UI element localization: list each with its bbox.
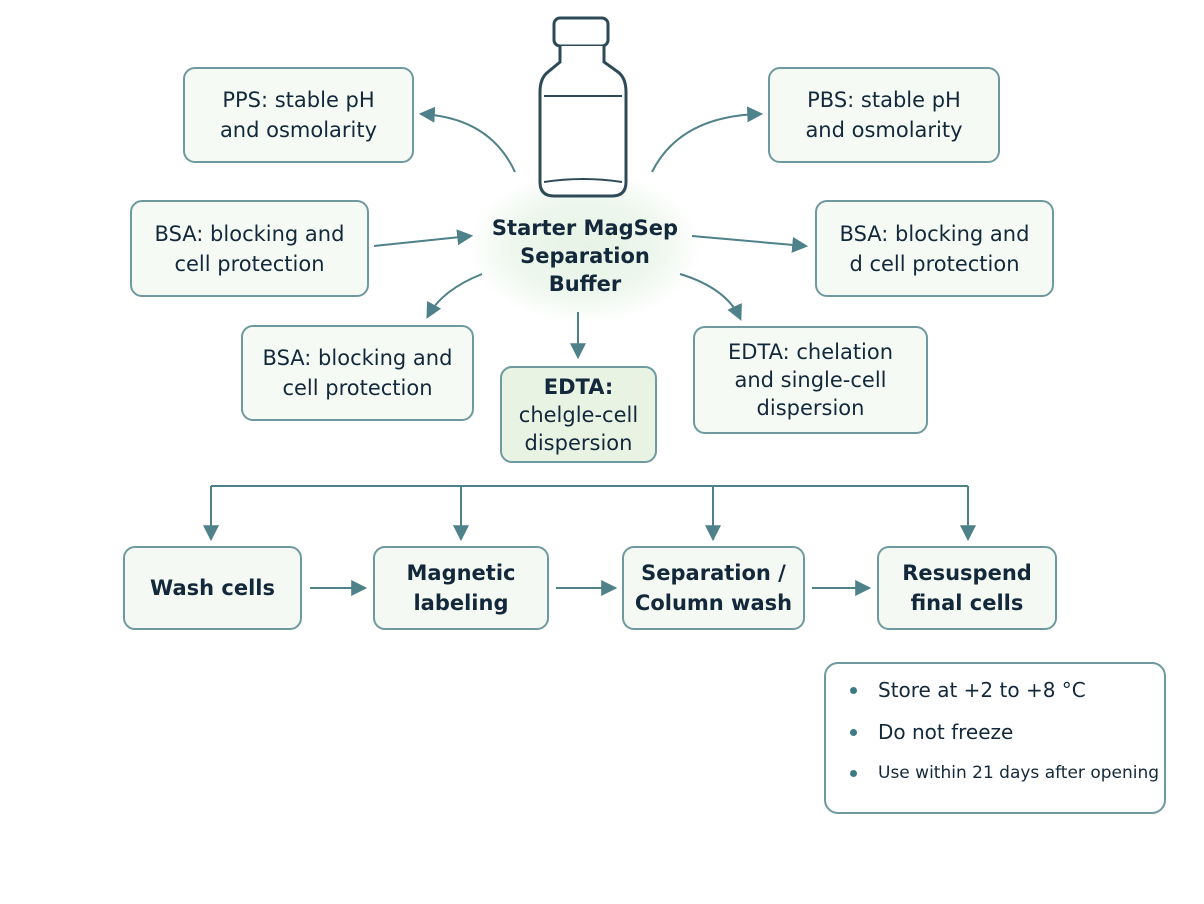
arrow-to-top-left: [418, 106, 516, 173]
step-text-line: final cells: [910, 591, 1024, 615]
component-pps-box: PPS: stable pH and osmolarity: [183, 67, 414, 163]
component-text-line: cell protection: [174, 251, 325, 276]
center-line-2: Separation: [520, 244, 650, 268]
center-line-1: Starter MagSep: [491, 216, 679, 240]
component-text-line: EDTA: chelation: [727, 340, 894, 364]
arrow-to-mid-right: [691, 235, 809, 253]
workflow-step-labeling: Magnetic labeling: [373, 546, 549, 630]
component-bsa-box-right: BSA: blocking and d cell protection: [815, 200, 1054, 297]
step-text-line: Resuspend: [902, 561, 1032, 585]
component-text-line: BSA: blocking and: [154, 221, 345, 246]
component-text-line: PPS: stable pH: [222, 88, 375, 112]
step-text-line: Column wash: [634, 591, 793, 615]
buffer-bottle-icon: [538, 16, 628, 198]
workflow-step-wash: Wash cells: [123, 546, 302, 630]
arrow-to-top-right: [651, 106, 764, 173]
storage-list: Store at +2 to +8 °C Do not freeze Use w…: [848, 678, 1164, 784]
step-text-line: labeling: [413, 591, 509, 615]
component-bsa-box-left: BSA: blocking and cell protection: [130, 200, 369, 297]
component-text-line: dispersion: [524, 430, 633, 455]
component-text-line: and single-cell: [734, 368, 887, 392]
component-edta-box-right: EDTA: chelation and single-cell dispersion: [693, 326, 928, 434]
center-buffer-label: Starter MagSep Separation Buffer: [470, 214, 700, 298]
component-text-line: chelgle-cell: [518, 402, 639, 427]
component-text-line: and osmolarity: [805, 118, 963, 142]
arrow-to-low-left: [426, 273, 483, 319]
component-text-line: and osmolarity: [219, 118, 378, 142]
step-text-line: Separation /: [641, 561, 786, 585]
component-text-line: dispersion: [756, 396, 865, 420]
workflow-step-separation: Separation / Column wash: [622, 546, 805, 630]
component-text-line: BSA: blocking and: [262, 346, 453, 370]
component-text-line: BSA: blocking and: [839, 221, 1030, 246]
storage-item: Do not freeze: [848, 720, 1164, 744]
arrow-from-mid-left: [373, 229, 474, 247]
component-bsa-box-lower: BSA: blocking and cell protection: [241, 325, 474, 421]
component-edta-box-center: EDTA: chelgle-cell dispersion: [500, 366, 657, 463]
storage-item: Store at +2 to +8 °C: [848, 678, 1164, 702]
step-text-line: Wash cells: [150, 576, 275, 600]
component-text-line: PBS: stable pH: [807, 88, 961, 112]
storage-item: Use within 21 days after opening: [848, 762, 1164, 784]
component-pbs-box: PBS: stable pH and osmolarity: [768, 67, 1000, 163]
center-line-3: Buffer: [548, 272, 622, 296]
component-text-line: d cell protection: [849, 251, 1020, 276]
step-text-line: Magnetic: [406, 561, 516, 585]
storage-notes-box: Store at +2 to +8 °C Do not freeze Use w…: [824, 662, 1166, 814]
arrow-to-low-right: [679, 273, 742, 321]
workflow-step-resuspend: Resuspend final cells: [877, 546, 1057, 630]
component-text-line: cell protection: [282, 376, 433, 400]
component-text-line: EDTA:: [543, 374, 614, 399]
